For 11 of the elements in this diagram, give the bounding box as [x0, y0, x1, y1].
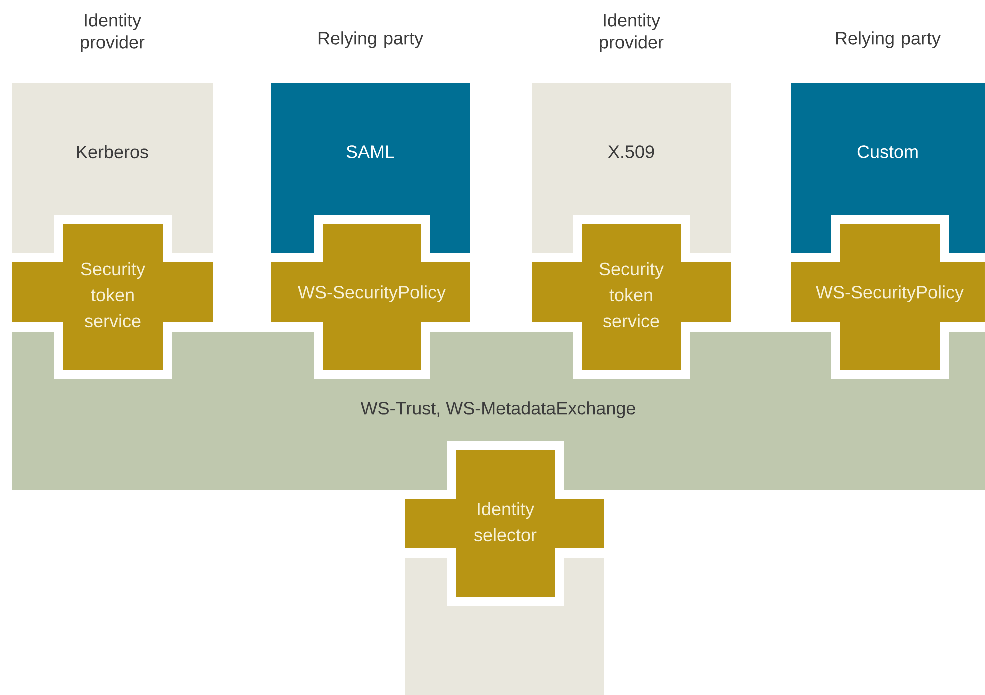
protocol-band: WS-Trust, WS-MetadataExchange — [12, 332, 985, 490]
box-heading: Identity provider — [600, 14, 664, 52]
service-cross: WS-SecurityPolicy — [271, 224, 470, 370]
service-cross: Security token service — [532, 224, 731, 370]
box-heading: Relying party — [318, 32, 424, 48]
box-heading: Relying party — [836, 32, 941, 48]
empty-box — [405, 558, 604, 695]
service-cross: Security token service — [12, 224, 213, 370]
service-cross: WS-SecurityPolicy — [791, 224, 985, 370]
service-cross: Identity selector — [405, 450, 604, 597]
box-heading: Identity provider — [81, 14, 145, 52]
